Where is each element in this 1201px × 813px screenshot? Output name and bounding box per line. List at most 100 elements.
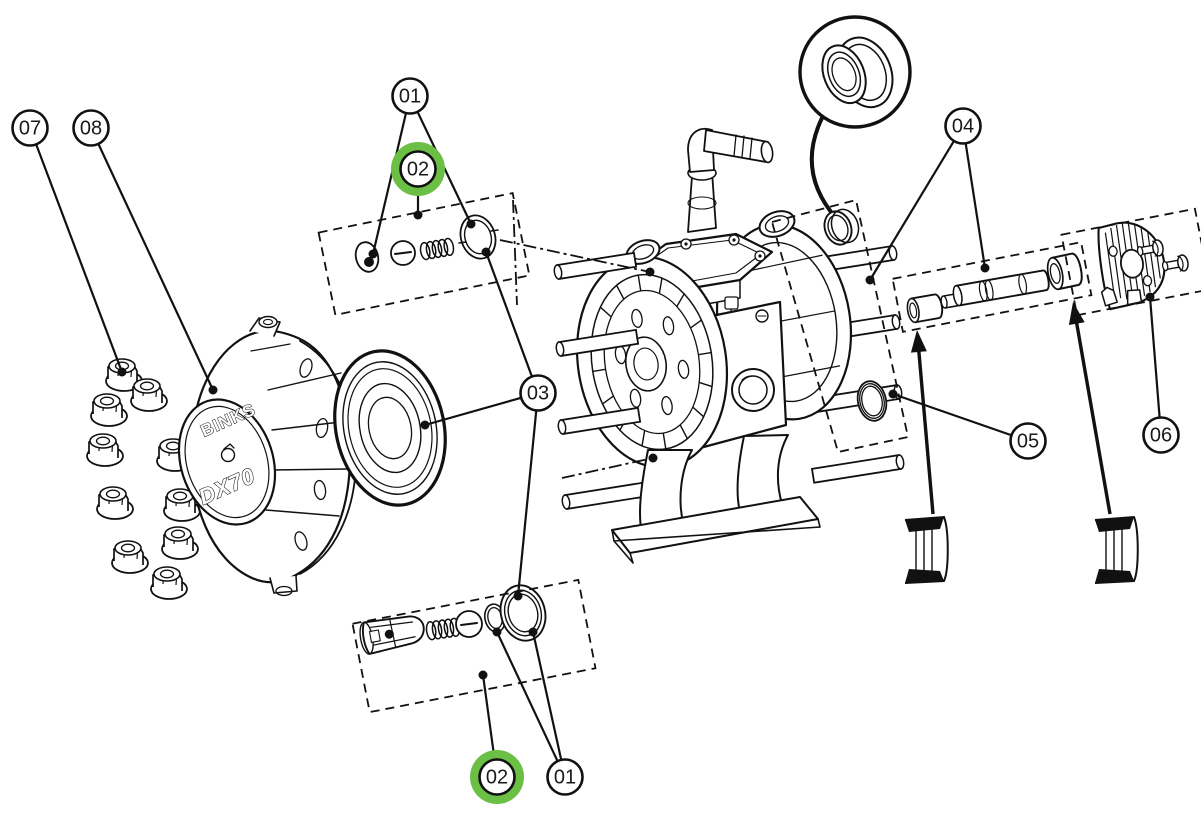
callout-balloon-07[interactable] bbox=[11, 109, 49, 147]
leader-line bbox=[516, 410, 538, 597]
callout-label: 05 bbox=[1017, 431, 1039, 453]
leader-dot bbox=[528, 627, 538, 637]
leader-line bbox=[481, 674, 496, 760]
centerline-dot bbox=[648, 453, 658, 463]
leader-dot bbox=[466, 219, 476, 229]
leader-dot bbox=[865, 275, 875, 285]
valve-spring bbox=[419, 237, 455, 261]
callout-balloon-02[interactable] bbox=[399, 150, 437, 188]
group-box-upper-valve-kit bbox=[317, 192, 531, 316]
fluid-cover-nuts bbox=[86, 358, 201, 600]
diaphragm bbox=[333, 349, 447, 507]
callout-balloon-03[interactable] bbox=[519, 374, 557, 412]
tie-rod bbox=[561, 481, 646, 510]
shaft-bushing bbox=[1046, 252, 1083, 291]
flanged-nut bbox=[90, 393, 128, 427]
leader-dot bbox=[513, 591, 523, 601]
fluid-cover: BINKS DX70 bbox=[177, 315, 357, 597]
callout-balloon-01[interactable] bbox=[546, 758, 584, 796]
valve-cage bbox=[359, 615, 425, 655]
centerline-dot bbox=[645, 267, 655, 277]
shaft-seal bbox=[823, 208, 860, 246]
leader-line bbox=[964, 143, 987, 269]
callout-08: 08 bbox=[72, 109, 218, 395]
group-box-plate-kit bbox=[1060, 207, 1201, 317]
pump-base bbox=[611, 434, 821, 564]
callout-label: 03 bbox=[527, 383, 549, 405]
rubber-bushing bbox=[1094, 515, 1139, 584]
callout-label: 02 bbox=[407, 159, 429, 181]
flanged-nut bbox=[130, 378, 168, 412]
leader-dot bbox=[980, 263, 990, 273]
tie-rod bbox=[555, 328, 640, 357]
callout-balloon-06[interactable] bbox=[1142, 416, 1180, 454]
install-arrow bbox=[916, 343, 935, 515]
callout-balloon-04[interactable] bbox=[944, 107, 982, 145]
callout-06: 06 bbox=[1142, 292, 1180, 454]
callout-balloon-02[interactable] bbox=[478, 758, 516, 796]
callout-balloon-01[interactable] bbox=[391, 77, 429, 115]
centerline bbox=[499, 239, 651, 273]
pump-shaft-assembly bbox=[906, 252, 1083, 324]
leader-dot bbox=[1145, 292, 1155, 302]
leader-dot bbox=[478, 670, 488, 680]
callout-03: 03 bbox=[420, 247, 557, 601]
seal-detail-inset bbox=[798, 15, 912, 220]
leader-line bbox=[1148, 296, 1161, 418]
install-arrow bbox=[1073, 315, 1112, 515]
callout-label: 01 bbox=[554, 767, 576, 789]
flanged-nut bbox=[150, 566, 188, 600]
callout-label: 06 bbox=[1150, 425, 1172, 447]
callout-02-bottom: 02 bbox=[470, 670, 524, 804]
callout-balloon-05[interactable] bbox=[1009, 422, 1047, 460]
flanged-nut bbox=[96, 486, 134, 520]
leader-line bbox=[97, 143, 214, 391]
leader-dot bbox=[117, 367, 127, 377]
flanged-nut bbox=[163, 488, 201, 522]
leader-line bbox=[35, 143, 124, 373]
callout-label: 08 bbox=[80, 118, 102, 140]
leader-dot bbox=[413, 210, 423, 220]
rubber-bushing bbox=[904, 515, 949, 584]
lower-check-valve-parts bbox=[359, 584, 547, 655]
leader-dot bbox=[420, 420, 430, 430]
install-arrow-head bbox=[1068, 302, 1085, 326]
spray-gun-icon bbox=[220, 443, 236, 463]
install-arrow-head bbox=[910, 330, 927, 353]
plate-screw bbox=[1136, 239, 1164, 257]
callout-label: 02 bbox=[486, 767, 508, 789]
group-box-seal-kit bbox=[770, 198, 910, 454]
valve-spring bbox=[425, 617, 461, 641]
muffler-plate bbox=[1097, 221, 1189, 311]
centerline bbox=[512, 199, 518, 306]
tie-rods-left bbox=[553, 251, 646, 510]
leader-dot bbox=[481, 247, 491, 257]
tie-rod bbox=[810, 454, 905, 484]
brand-badge: BINKS DX70 bbox=[177, 398, 277, 526]
callout-07: 07 bbox=[11, 109, 127, 377]
leader-line bbox=[371, 112, 408, 255]
tie-rod bbox=[553, 251, 638, 280]
leader-dot bbox=[368, 249, 378, 259]
callout-05: 05 bbox=[888, 389, 1047, 460]
callout-label: 01 bbox=[399, 86, 421, 108]
leader-line bbox=[892, 392, 1012, 437]
leader-line bbox=[869, 140, 955, 281]
flanged-nut bbox=[86, 433, 124, 467]
centerline bbox=[561, 457, 654, 479]
leader-line bbox=[531, 631, 563, 761]
callout-label: 04 bbox=[952, 116, 974, 138]
callout-balloon-08[interactable] bbox=[72, 109, 110, 147]
rubber-bushings bbox=[904, 515, 1139, 584]
tie-rod bbox=[557, 406, 642, 435]
pump-body bbox=[553, 128, 905, 564]
shaft-o-ring bbox=[856, 380, 888, 422]
flanged-nut bbox=[111, 540, 149, 574]
flanged-nut bbox=[161, 526, 199, 560]
callout-02-top: 02 bbox=[391, 142, 445, 220]
callout-04: 04 bbox=[865, 107, 990, 285]
leader-line bbox=[424, 396, 522, 427]
leader-dot bbox=[888, 389, 898, 399]
leader-dot bbox=[208, 385, 218, 395]
